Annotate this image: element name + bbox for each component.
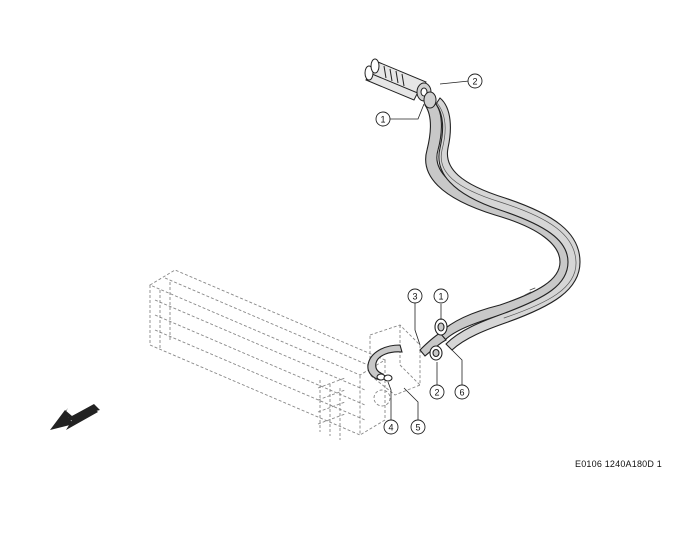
callout-top-1: 1 xyxy=(375,111,391,127)
oil-cooler-outline xyxy=(149,269,386,440)
callout-mid-1: 1 xyxy=(433,288,449,304)
connector-pipe xyxy=(367,344,403,382)
reference-code: E0106 1240A180D 1 xyxy=(575,459,662,469)
callout-6: 6 xyxy=(454,384,470,400)
svg-text:6: 6 xyxy=(459,387,464,397)
hose-ends-lower xyxy=(419,318,448,361)
leader-lines xyxy=(387,80,470,420)
svg-text:1: 1 xyxy=(380,114,385,124)
svg-text:1: 1 xyxy=(438,291,443,301)
svg-text:3: 3 xyxy=(412,291,417,301)
callout-top-2: 2 xyxy=(467,73,483,89)
callout-3: 3 xyxy=(407,288,423,304)
connector-block-outline xyxy=(369,324,421,407)
hose-top-fittings xyxy=(364,58,437,109)
svg-text:2: 2 xyxy=(434,387,439,397)
oil-hose-pair xyxy=(424,97,581,351)
svg-text:2: 2 xyxy=(472,76,477,86)
callout-4: 4 xyxy=(383,419,399,435)
svg-text:5: 5 xyxy=(415,422,420,432)
callout-5: 5 xyxy=(410,419,426,435)
callout-mid-2: 2 xyxy=(429,384,445,400)
svg-text:4: 4 xyxy=(388,422,393,432)
direction-arrow-icon xyxy=(50,404,100,430)
